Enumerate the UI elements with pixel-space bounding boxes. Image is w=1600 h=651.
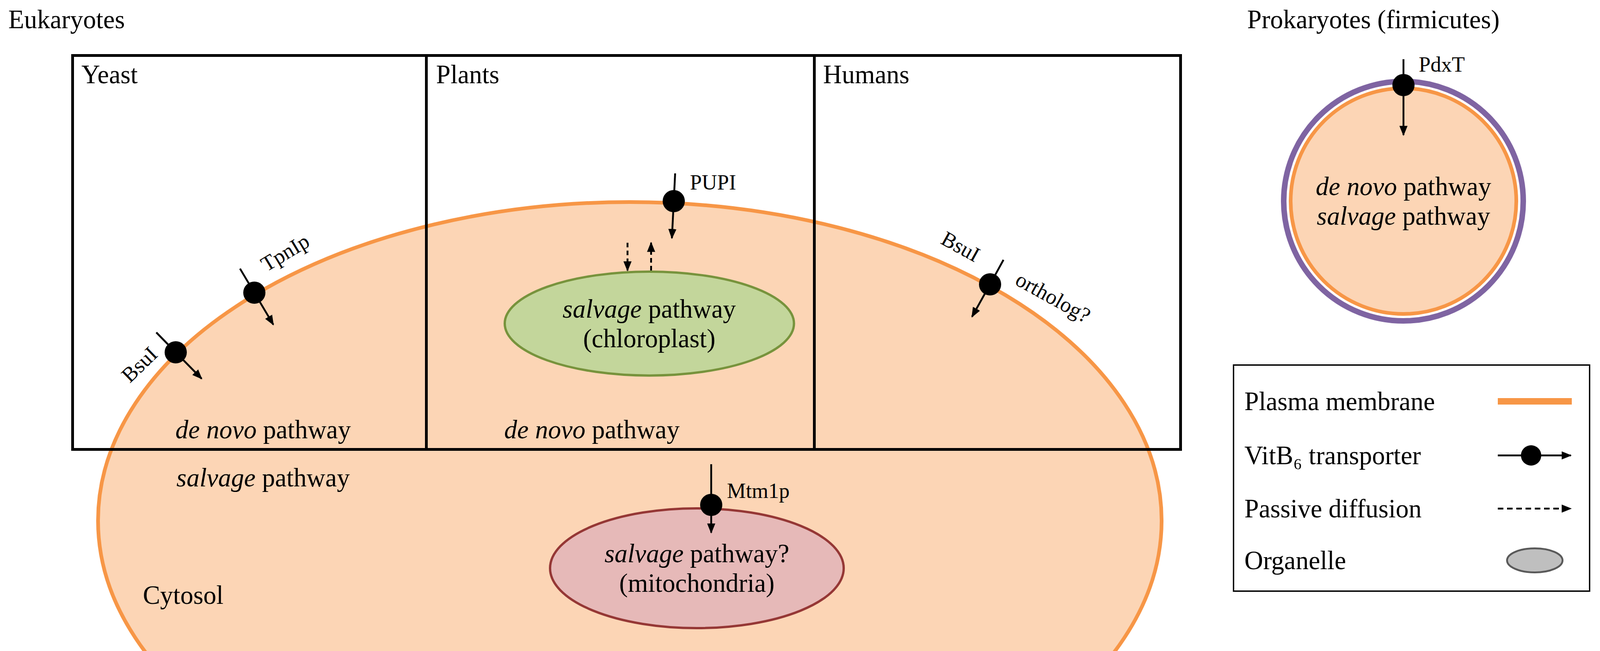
diffusion-sample [1497,507,1571,510]
chloroplast: salvage pathway (chloroplast) [503,270,795,377]
pathway-label: salvage pathway [176,462,351,493]
legend-sample [1493,387,1577,416]
eukaryotic-cell-shape [98,202,1162,651]
italic-part: de novo [504,415,586,444]
transporter-dot [978,273,1002,296]
pathway-label: de novo pathway [175,414,351,445]
text-box: salvage pathway? (mitochondria) [548,507,845,630]
cell-wall [1283,81,1524,321]
legend-text: Plasma membrane [1244,386,1435,417]
group-heading: Eukaryotes [8,4,125,35]
species-panel: Humans [812,54,1182,451]
mitochondrion: salvage pathway? (mitochondria) [548,507,845,630]
legend-row: Organelle [1234,537,1589,584]
membrane-sample [1497,398,1572,405]
transporter-dot [243,281,266,304]
legend-sample [1493,494,1577,523]
chloroplast-shape [504,271,794,376]
transporter-name: ortholog? [1011,267,1095,329]
legend-text: VitB₆ transporter [1244,440,1422,471]
legend-row: Plasma membrane [1234,378,1589,425]
transporter-dot [1392,73,1415,97]
italic-part: salvage [562,294,642,324]
legend-row: Passive diffusion [1234,485,1589,532]
text-box: de novo pathwaysalvage pathway [1280,78,1527,324]
transporter-name: BsuI [936,226,985,268]
node-text: salvage pathway? (mitochondria) [592,538,801,599]
mitochondrion-shape [550,508,844,629]
group-heading: Prokaryotes (firmicutes) [1247,4,1500,35]
bacterial-cell: de novo pathwaysalvage pathway [1280,78,1527,324]
transporter-dot [662,190,685,213]
mitochondrion-outline [548,507,845,630]
transporter-name: BsuI [116,342,163,388]
plain-part: pathway [255,463,351,493]
plain-part: pathway [1396,201,1491,231]
pathway-label: de novo pathway [504,414,680,445]
transporter-dot [1520,445,1542,466]
plain-part: pathway [1396,172,1492,201]
plain-part: pathway [585,415,680,444]
legend-box: Plasma membraneVitB₆ transporterPassive … [1232,364,1591,592]
italic-part: de novo [1315,172,1397,201]
species-panel: Yeast [71,54,428,451]
legend-sample [1493,546,1577,575]
node-text: de novo pathway [1315,171,1491,202]
legend-text: Passive diffusion [1244,493,1422,524]
legend-row: VitB₆ transporter [1234,432,1589,479]
species-panel: Plants [424,54,816,451]
transporter-dot [700,493,723,517]
transporter-name: PdxT [1418,52,1465,78]
legend-text: Organelle [1244,545,1347,576]
transporter-name: Mtm1p [726,479,790,504]
transporter-name: TpnIp [256,228,314,277]
italic-part: de novo [175,415,257,444]
transporter-name: PUPI [689,170,737,196]
italic-part: salvage [176,463,256,493]
transporter-dot [164,341,187,364]
plain-part: pathway [256,415,351,444]
italic-part: salvage [1316,201,1397,231]
text-box: salvage pathway (chloroplast) [503,270,795,377]
node-text: salvage pathway [1316,201,1491,231]
italic-part: salvage [604,539,684,568]
bacterial-cell-outline [1280,78,1527,324]
plasma-membrane [1290,88,1517,314]
organelle-sample [1507,548,1563,573]
legend-sample [1493,441,1577,470]
chloroplast-outline [503,270,795,377]
node-text: salvage pathway (chloroplast) [549,294,749,354]
